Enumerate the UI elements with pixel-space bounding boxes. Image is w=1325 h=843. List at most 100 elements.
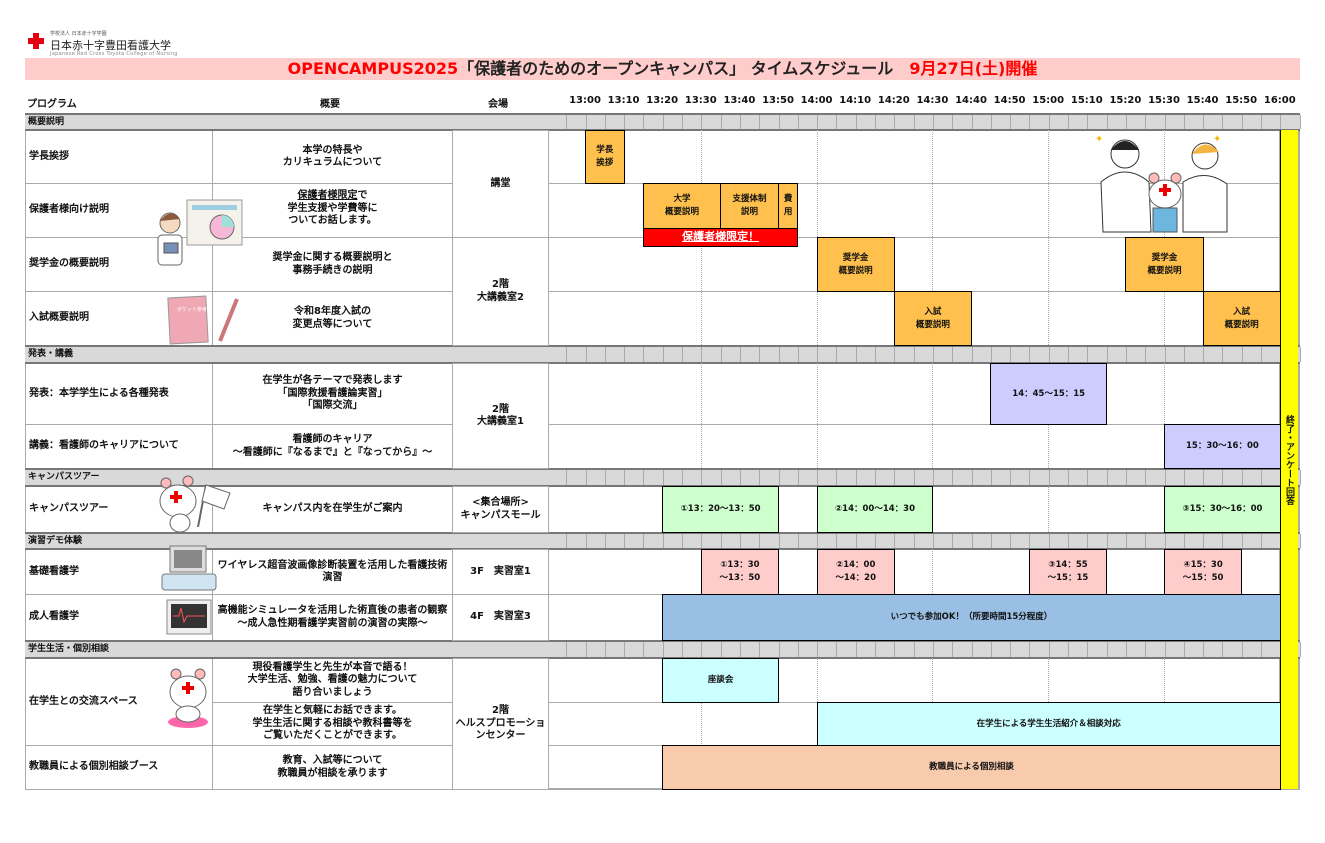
time-label: 15:50 (1225, 95, 1258, 106)
grid-cell (663, 347, 684, 362)
grid-cell (779, 642, 799, 657)
grid-cell (1165, 642, 1185, 657)
summary-cell: 現役看護学生と先生が本音で語る！ 大学生活、勉強、看護の魅力について 語り合いま… (212, 658, 453, 703)
grid-cell (1127, 347, 1147, 362)
grid-cell (818, 347, 838, 362)
grid-cell (1088, 534, 1108, 548)
half-hour-gridline (932, 130, 934, 345)
time-label: 14:50 (993, 95, 1026, 106)
grid-cell (972, 347, 992, 362)
grid-cell (1030, 470, 1050, 485)
grid-cell (683, 115, 703, 129)
grid-cell (914, 115, 934, 129)
schedule-block: 在学生による学生生活紹介＆相談対応 (816, 702, 1281, 746)
venue-cell: 講堂 (452, 130, 549, 238)
grid-cell (991, 642, 1012, 657)
grid-cell (567, 115, 587, 129)
grid-cell (1069, 347, 1089, 362)
grid-cell (934, 534, 954, 548)
schedule-block: ③15：30～16：00 (1164, 486, 1281, 533)
grid-cell (798, 534, 819, 548)
grid-cell (779, 534, 799, 548)
section-header: 概要説明 (25, 113, 452, 131)
row-divider (548, 424, 1280, 425)
grid-cell (741, 115, 761, 129)
half-hour-gridline (1164, 363, 1165, 468)
schedule-block: ④15：30 ～15：50 (1164, 549, 1243, 595)
summary-cell: 本学の特長や カリキュラムについて (212, 130, 453, 184)
time-label: 14:40 (955, 95, 987, 106)
grid-cell (605, 470, 626, 485)
grid-cell (586, 642, 606, 657)
time-label: 14:30 (916, 95, 949, 106)
grid-cell (1262, 470, 1282, 485)
grid-cell (1030, 347, 1050, 362)
grid-cell (1165, 347, 1185, 362)
grid-cell (760, 534, 780, 548)
grid-cell (914, 470, 934, 485)
grid-cell (1262, 642, 1282, 657)
schedule-block: 座談会 (662, 658, 779, 703)
schedule-block: ②14：00～14：30 (816, 486, 934, 533)
row-divider (548, 237, 1280, 238)
grid-cell (1107, 470, 1127, 485)
grid-cell (721, 347, 741, 362)
grid-cell (683, 347, 703, 362)
time-label: 13:50 (762, 95, 794, 106)
section-header: キャンパスツアー (25, 468, 452, 487)
time-label: 15:20 (1109, 95, 1142, 106)
grid-cell (1030, 115, 1050, 129)
grid-cell (625, 347, 645, 362)
grid-cell (1088, 470, 1108, 485)
grid-cell (1107, 347, 1127, 362)
grid-cell (702, 642, 722, 657)
grid-cell (1242, 642, 1263, 657)
grid-cell (856, 470, 877, 485)
grid-cell (1165, 534, 1185, 548)
grid-cell (837, 470, 857, 485)
grid-cell (1184, 470, 1205, 485)
grid-cell (1088, 642, 1108, 657)
grid-cell (953, 115, 973, 129)
grid-cell (548, 534, 568, 548)
grid-cell (1204, 534, 1224, 548)
logo-name: 日本赤十字豊田看護大学 (50, 39, 171, 52)
grid-cell (741, 534, 761, 548)
grid-cell (1069, 470, 1089, 485)
grid-cell (895, 347, 915, 362)
grid-cell (644, 534, 664, 548)
grid-cell (586, 347, 606, 362)
summary-text: で 学生支援や学費等に ついてお話します。 (287, 190, 378, 226)
grid-cell (683, 470, 703, 485)
grid-cell (1011, 642, 1031, 657)
time-label: 15:00 (1032, 95, 1065, 106)
grid-cell (741, 470, 761, 485)
grid-cell (586, 115, 606, 129)
grid-cell (1030, 534, 1050, 548)
grid-cell (702, 470, 722, 485)
program-cell: 発表：本学学生による各種発表 (25, 363, 213, 425)
grid-cell (1184, 534, 1205, 548)
grid-cell (1146, 470, 1166, 485)
grid-cell (934, 642, 954, 657)
program-cell: 講義：看護師のキャリアについて (25, 424, 213, 469)
grid-cell (953, 470, 973, 485)
grid-cell (721, 115, 741, 129)
time-label: 13:30 (684, 95, 717, 106)
grid-cell (1242, 115, 1263, 129)
summary-cell: 高機能シミュレータを活用した術直後の患者の観察～成人急性期看護学実習前の演習の実… (212, 594, 453, 641)
grid-cell (644, 115, 664, 129)
grid-cell (1088, 115, 1108, 129)
svg-text:✦: ✦ (1213, 134, 1221, 145)
section-header: 学生生活・個別相談 (25, 640, 452, 659)
grid-cell (837, 642, 857, 657)
grid-cell (1069, 115, 1089, 129)
time-label: 13:00 (569, 95, 601, 106)
schedule-block: 15：30～16：00 (1164, 424, 1281, 469)
grid-cell (895, 534, 915, 548)
grid-cell (586, 534, 606, 548)
grid-cell (567, 470, 587, 485)
row-divider (548, 183, 1280, 184)
grid-cell (760, 347, 780, 362)
grid-cell (1069, 642, 1089, 657)
